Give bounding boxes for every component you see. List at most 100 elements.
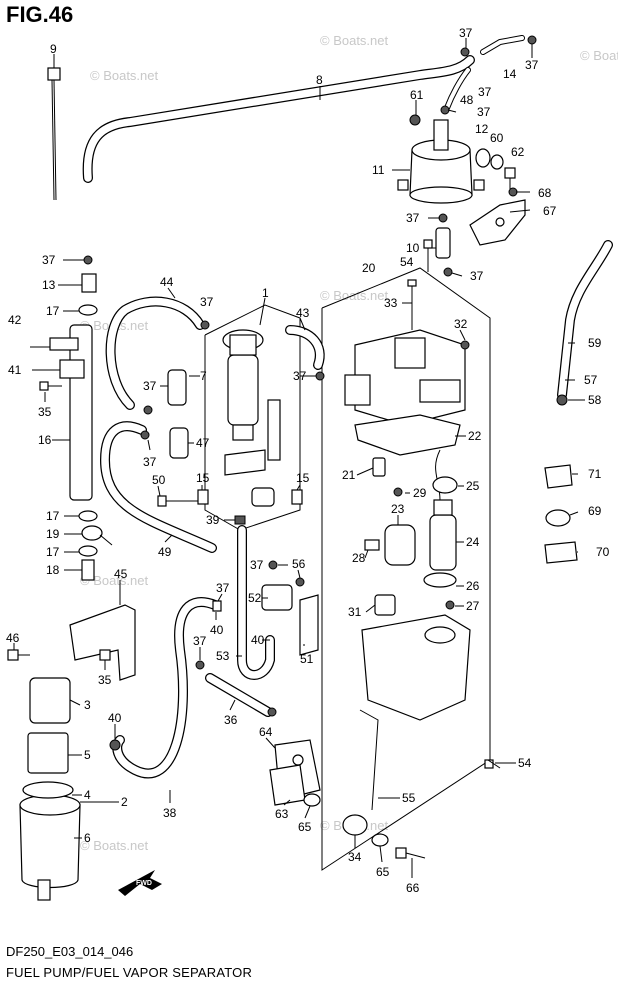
label-70: 70 (596, 545, 610, 559)
label-45: 45 (114, 567, 128, 581)
screw-27 (445, 600, 455, 610)
label-20: 20 (362, 261, 376, 275)
label-5: 5 (84, 748, 91, 762)
fuel-pump-1 (222, 329, 281, 507)
label-37-sep: 37 (470, 269, 484, 283)
bracket-51 (299, 594, 319, 656)
hose-48-inner (445, 68, 470, 110)
o-ring-17-mid (78, 510, 98, 522)
label-43: 43 (296, 306, 310, 320)
label-37-hose38: 37 (216, 581, 230, 595)
clip-40-bottom (109, 739, 121, 751)
diagram-code: DF250_E03_014_046 (6, 944, 134, 959)
label-61: 61 (410, 88, 424, 102)
bolt-62 (504, 167, 516, 190)
label-64: 64 (259, 725, 273, 739)
vapor-canister-11 (397, 119, 485, 204)
hose-8-inner (83, 56, 474, 182)
watermarks: © Boats.net © Boats.net © Boats.net © Bo… (80, 33, 618, 853)
fwd-arrow: FWD (118, 870, 162, 896)
fuel-filter-2 (19, 677, 81, 901)
leader-lines (13, 38, 585, 878)
label-54-top: 54 (400, 255, 414, 269)
label-53: 53 (216, 649, 230, 663)
label-55: 55 (402, 791, 416, 805)
collar-65-right (371, 833, 389, 847)
fitting-40-mid (212, 600, 222, 612)
clip-58 (556, 394, 568, 406)
label-28: 28 (352, 551, 366, 565)
label-62: 62 (511, 145, 525, 159)
label-34: 34 (348, 850, 362, 864)
label-60: 60 (490, 131, 504, 145)
screw-32 (460, 340, 470, 350)
watermark-3: © Boats.net (320, 288, 389, 303)
label-38: 38 (163, 806, 177, 820)
grommet-12 (475, 148, 491, 168)
label-6: 6 (84, 831, 91, 845)
watermark-6: © Boats.net (80, 838, 149, 853)
label-36: 36 (224, 713, 238, 727)
fuel-pump-subassembly-outline (204, 304, 301, 531)
label-25: 25 (466, 479, 480, 493)
label-24: 24 (466, 535, 480, 549)
label-65-right: 65 (376, 865, 390, 879)
label-15-left: 15 (196, 471, 210, 485)
grommet-34 (342, 814, 368, 836)
bolt-46 (7, 649, 30, 661)
screw-33 (407, 279, 417, 330)
label-23: 23 (391, 502, 405, 516)
separator-body (361, 614, 471, 721)
watermark-8: © Boats.net (580, 48, 618, 63)
label-16: 16 (38, 433, 52, 447)
label-49: 49 (158, 545, 172, 559)
hose-53-inner (238, 526, 274, 679)
label-12: 12 (475, 122, 489, 136)
fuel-connector-13 (81, 273, 97, 293)
clip-56 (295, 577, 305, 587)
bolt-54-bottom (484, 759, 501, 769)
fuel-rail-16 (49, 324, 93, 501)
hose-49-inner (101, 422, 216, 552)
label-8: 8 (316, 73, 323, 87)
bolt-35-top (39, 381, 62, 391)
label-1: 1 (262, 286, 269, 300)
clamp-61 (409, 114, 421, 126)
label-10: 10 (406, 241, 420, 255)
label-37-36: 37 (193, 634, 207, 648)
clamp-31 (374, 594, 396, 616)
bracket-63 (269, 764, 306, 806)
label-29: 29 (413, 486, 427, 500)
label-35-bottom: 35 (98, 673, 112, 687)
hose-36-inner (206, 674, 272, 716)
fitting-47 (169, 427, 189, 459)
label-7: 7 (200, 369, 207, 383)
washer-60 (490, 154, 504, 170)
label-63: 63 (275, 807, 289, 821)
label-27: 27 (466, 599, 480, 613)
label-17-mid: 17 (46, 509, 60, 523)
label-32: 32 (454, 317, 468, 331)
bolt-15-left (197, 489, 209, 505)
bolt-18 (81, 559, 95, 581)
fuel-pump-24 (429, 449, 457, 571)
label-35-top: 35 (38, 405, 52, 419)
label-40-53: 40 (251, 633, 265, 647)
bracket-67 (469, 199, 526, 246)
clamp-70 (544, 541, 578, 564)
label-46: 46 (6, 631, 20, 645)
label-37-canister: 37 (406, 211, 420, 225)
diagram-caption: FUEL PUMP/FUEL VAPOR SEPARATOR (6, 965, 253, 980)
bolt-66 (395, 847, 426, 859)
fwd-label: FWD (136, 880, 152, 887)
label-48: 48 (460, 93, 474, 107)
float-21 (372, 457, 386, 477)
hose-44-inner (106, 297, 204, 409)
label-11: 11 (372, 163, 385, 177)
label-54-bottom: 54 (518, 756, 532, 770)
fitting-7 (167, 369, 187, 406)
separator-assembly-outline (321, 267, 491, 871)
watermark-5: © Boats.net (80, 573, 149, 588)
label-37-top3: 37 (525, 58, 539, 72)
bolt-54-top (423, 239, 433, 272)
